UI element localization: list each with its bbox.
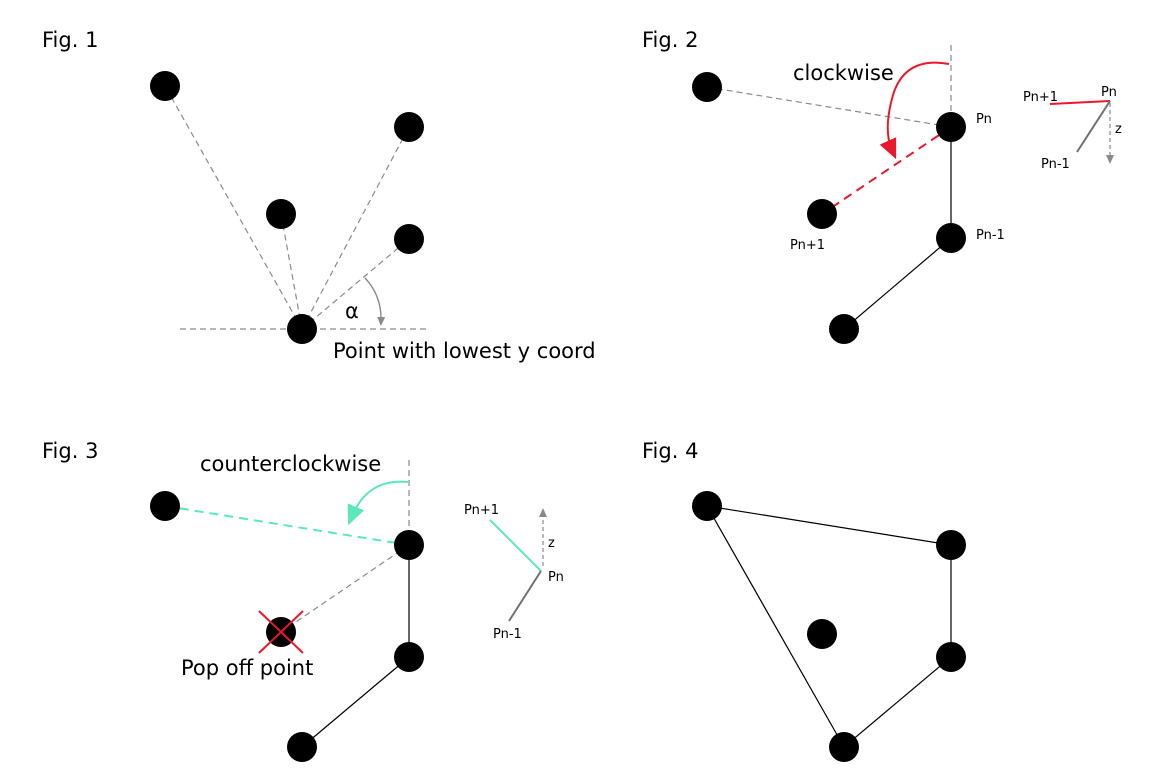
fig2-inset-red-vector <box>1049 100 1111 105</box>
fig3-point <box>287 732 317 762</box>
fig2-title: Fig. 2 <box>642 28 698 52</box>
fig2-hull-edge <box>843 237 952 330</box>
fig3-inset-pn: Pn <box>548 570 564 585</box>
fig2-inset-pn-minus-1: Pn-1 <box>1041 157 1070 172</box>
fig3-counterclockwise-arc <box>347 480 409 526</box>
fig4-hull-point <box>936 642 966 672</box>
fig3-inset-teal-vector <box>489 519 542 572</box>
fig1-alpha-label: α <box>345 299 359 323</box>
fig1-ray <box>301 126 410 330</box>
fig1-ray <box>164 85 303 330</box>
fig1-point <box>266 199 296 229</box>
fig3-point <box>150 491 180 521</box>
fig2-inset-z: z <box>1115 122 1122 137</box>
fig1-point <box>394 224 424 254</box>
fig4-hull-point <box>692 491 722 521</box>
fig3-guide-line <box>280 544 410 633</box>
fig2-point-pn-minus-1 <box>936 223 966 253</box>
fig3-inset-z: z <box>548 536 555 551</box>
fig2-pn-label: Pn <box>976 112 992 127</box>
fig2-guide-line <box>706 86 952 128</box>
fig3-inset: Pn+1 Pn Pn-1 z <box>464 503 564 642</box>
fig3-rotation-label: counterclockwise <box>200 452 381 476</box>
fig2-point <box>829 314 859 344</box>
fig2-point-pn <box>936 112 966 142</box>
fig3-point-pn <box>394 530 424 560</box>
fig3-point-pn-minus-1 <box>394 642 424 672</box>
fig4-interior-point <box>807 619 837 649</box>
fig2-inset: Pn+1 Pn Pn-1 z <box>1023 85 1122 172</box>
fig1-ray <box>301 238 410 330</box>
fig1-point <box>150 71 180 101</box>
figure-4: Fig. 4 <box>642 439 966 762</box>
fig1-point <box>394 112 424 142</box>
fig2-rotation-label: clockwise <box>793 61 894 85</box>
fig2-inset-pn: Pn <box>1101 85 1117 100</box>
fig1-title: Fig. 1 <box>42 28 98 52</box>
fig3-pop-label: Pop off point <box>181 656 313 680</box>
fig3-inset-pn-minus-1: Pn-1 <box>493 627 522 642</box>
fig2-pn-minus-1-label: Pn-1 <box>976 228 1005 243</box>
fig1-angle-arc <box>364 277 386 326</box>
fig3-inset-gray-vector <box>508 570 542 622</box>
fig2-point-pn-plus-1 <box>807 199 837 229</box>
fig2-inset-gray-vector <box>1076 100 1111 153</box>
fig4-hull-point <box>829 732 859 762</box>
fig4-hull-point <box>936 530 966 560</box>
fig1-lowest-point <box>287 314 317 344</box>
fig3-title: Fig. 3 <box>42 439 98 463</box>
figure-1: Fig. 1 α Point with lowest y coord <box>42 28 596 363</box>
fig2-pn-plus-1-label: Pn+1 <box>790 238 825 253</box>
fig2-clockwise-arc <box>879 61 950 160</box>
fig3-candidate-edge <box>164 505 410 546</box>
fig1-lowest-label: Point with lowest y coord <box>333 339 596 363</box>
fig4-title: Fig. 4 <box>642 439 698 463</box>
fig3-hull-edge <box>301 656 410 748</box>
fig3-inset-pn-plus-1: Pn+1 <box>464 503 499 518</box>
fig2-candidate-edge <box>821 126 952 215</box>
fig2-inset-pn-plus-1: Pn+1 <box>1023 90 1058 105</box>
fig3-cross-icon <box>258 610 304 654</box>
fig1-ray <box>280 213 303 330</box>
figure-2: Fig. 2 clockwise Pn Pn-1 Pn+1 Pn+1 Pn Pn… <box>642 28 1122 344</box>
fig2-point <box>692 72 722 102</box>
figure-3: Fig. 3 counterclockwise Pop off point Pn… <box>42 439 564 762</box>
